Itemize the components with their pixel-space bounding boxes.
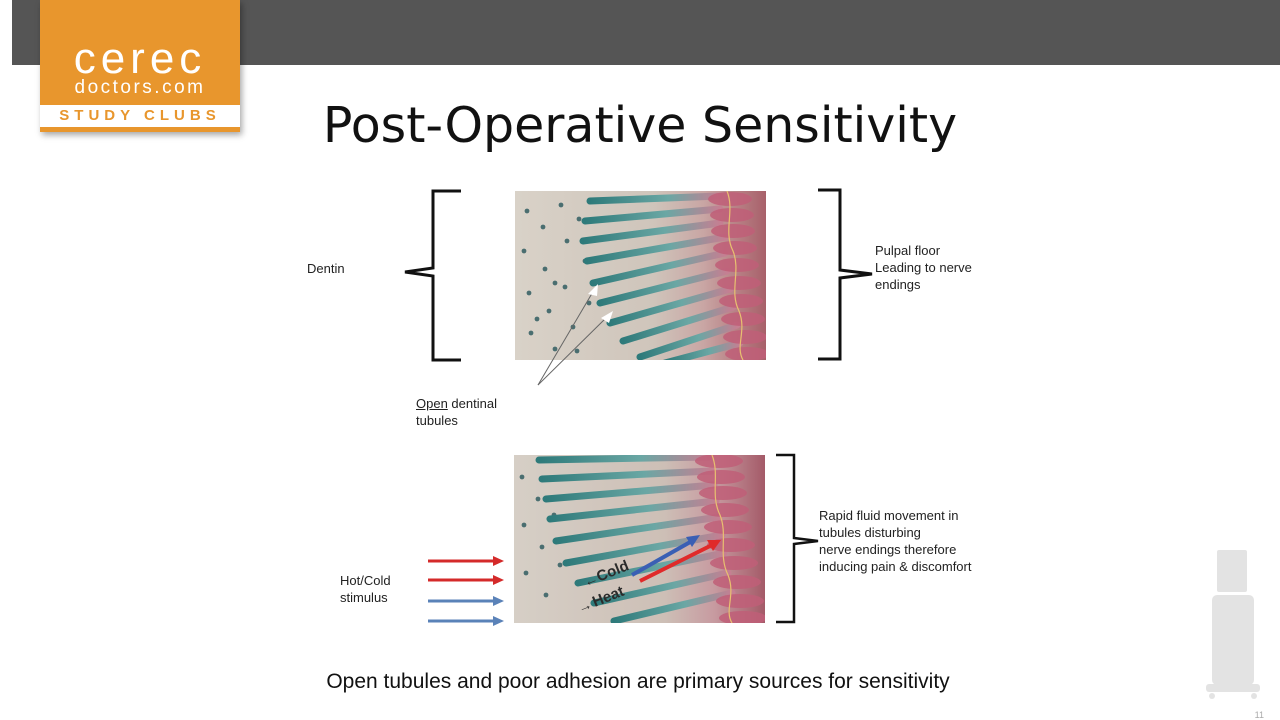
stimulus-line-2: stimulus [340,590,388,605]
cerec-unit-icon [1206,550,1260,699]
open-tubules-label: Open dentinal tubules [416,395,497,429]
logo-text-study-clubs: STUDY CLUBS [59,107,221,124]
dentin-bracket [404,189,461,362]
fluid-movement-bracket [776,453,819,624]
cerec-study-clubs-logo: cerec doctors.com STUDY CLUBS [40,0,240,132]
pulpal-floor-label: Pulpal floor Leading to nerve endings [875,242,972,293]
fluid-movement-label: Rapid fluid movement in tubules disturbi… [819,507,971,575]
pulpal-floor-bracket [818,188,873,361]
svg-text:←: ← [581,570,600,590]
logo-text-domain: doctors.com [74,77,206,98]
rapid-line-3: nerve endings therefore [819,542,957,557]
page-number: 11 [1254,710,1264,720]
stimulus-arrows [428,556,504,626]
pulpal-floor-line-1: Pulpal floor [875,243,941,258]
rapid-line-4: inducing pain & discomfort [819,559,972,574]
stimulus-label: Hot/Cold stimulus [340,572,391,606]
slide-title: Post-Operative Sensitivity [322,97,958,154]
open-label-line-2: tubules [416,413,458,428]
stimulus-line-1: Hot/Cold [340,573,391,588]
tubule-pointer-arrows [537,284,613,386]
pulpal-floor-line-3: endings [875,277,921,292]
rapid-line-1: Rapid fluid movement in [819,508,959,523]
svg-text:→: → [575,596,594,616]
dentin-label: Dentin [307,261,345,276]
logo-text-cerec: cerec [73,34,207,83]
open-label-rest: dentinal [447,396,497,411]
pulpal-floor-line-2: Leading to nerve [875,260,972,275]
fluid-movement-illustration: ← Cold → Heat [514,455,765,623]
logo-band: STUDY CLUBS [40,105,240,127]
open-underlined-word: Open [416,396,448,411]
summary-statement: Open tubules and poor adhesion are prima… [326,670,950,693]
rapid-line-2: tubules disturbing [819,525,921,540]
dentinal-tubules-illustration [515,191,766,360]
